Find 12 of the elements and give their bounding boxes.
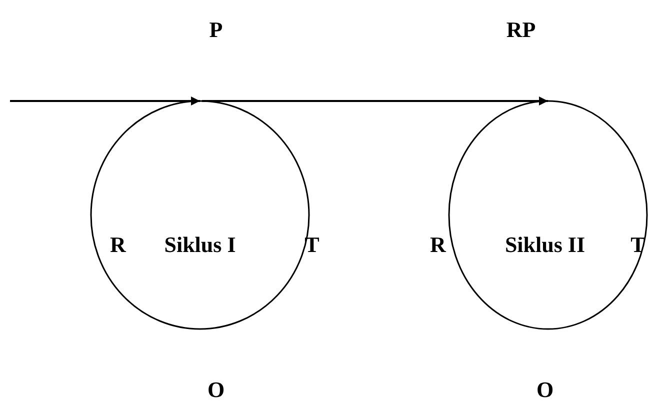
cycle-label: Siklus I xyxy=(164,234,236,256)
cycle-label: Siklus II xyxy=(504,234,586,256)
stage-letter: O xyxy=(207,379,225,401)
stage-letter: RP xyxy=(506,19,536,41)
arrow xyxy=(202,96,548,106)
stage-letter: R xyxy=(430,234,446,256)
stage-letter: P xyxy=(209,19,223,41)
arrow xyxy=(10,96,200,106)
cycle-circle xyxy=(448,100,648,330)
stage-letter: R xyxy=(110,234,126,256)
stage-letter: T xyxy=(304,234,320,256)
stage-letter: O xyxy=(536,379,554,401)
